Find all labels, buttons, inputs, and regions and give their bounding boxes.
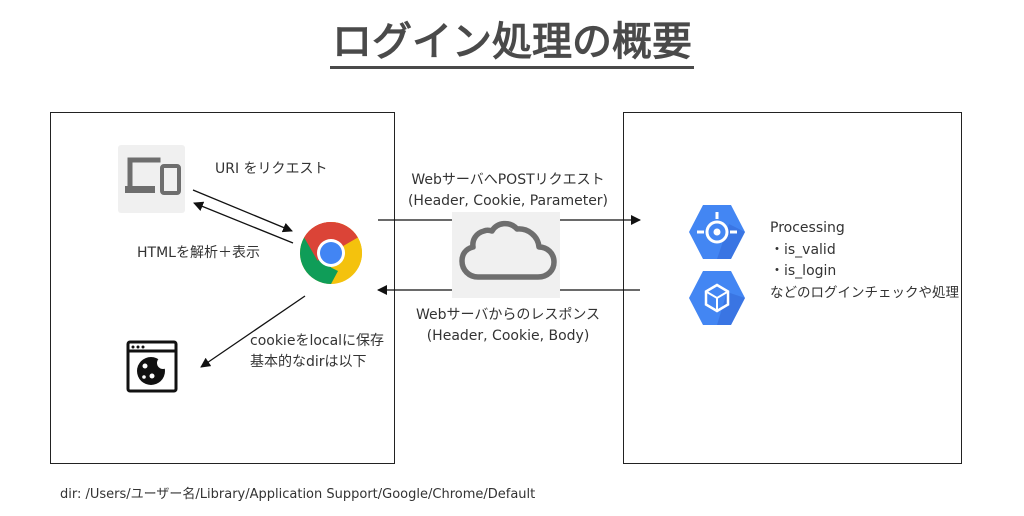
- cookie-icon: [126, 340, 178, 393]
- dir-path-note: dir: /Users/ユーザー名/Library/Application Su…: [60, 487, 536, 502]
- gcp-compute-icon: [689, 271, 745, 325]
- devices-icon: [118, 145, 185, 213]
- html-render-label: HTMLを解析＋表示: [137, 245, 260, 261]
- response-label-line1: Webサーバからのレスポンス: [415, 307, 601, 323]
- processing-item-is-login: ・is_login: [770, 263, 837, 279]
- client-box: [50, 112, 395, 464]
- response-label-line2: (Header, Cookie, Body): [426, 328, 590, 344]
- gcp-endpoints-icon: [689, 205, 745, 259]
- diagram-title: ログイン処理の概要: [0, 14, 1024, 70]
- html-response-arrow: [193, 201, 294, 244]
- diagram-title-text: ログイン処理の概要: [330, 19, 694, 69]
- server-box: [623, 112, 962, 464]
- cookie-note-line2: 基本的なdirは以下: [250, 354, 367, 370]
- uri-request-arrow: [192, 189, 293, 233]
- cookie-note-line1: cookieをlocalに保存: [250, 333, 385, 349]
- chrome-icon: [299, 221, 363, 284]
- post-request-label-line1: WebサーバへPOSTリクエスト: [411, 172, 605, 188]
- processing-description: などのログインチェックや処理: [770, 285, 959, 301]
- post-request-label-line2: (Header, Cookie, Parameter): [407, 193, 609, 209]
- processing-title: Processing: [770, 220, 845, 236]
- cloud-icon: [452, 212, 560, 298]
- uri-request-label: URI をリクエスト: [215, 161, 328, 177]
- processing-item-is-valid: ・is_valid: [770, 242, 836, 258]
- cookie-save-arrow: [200, 295, 306, 368]
